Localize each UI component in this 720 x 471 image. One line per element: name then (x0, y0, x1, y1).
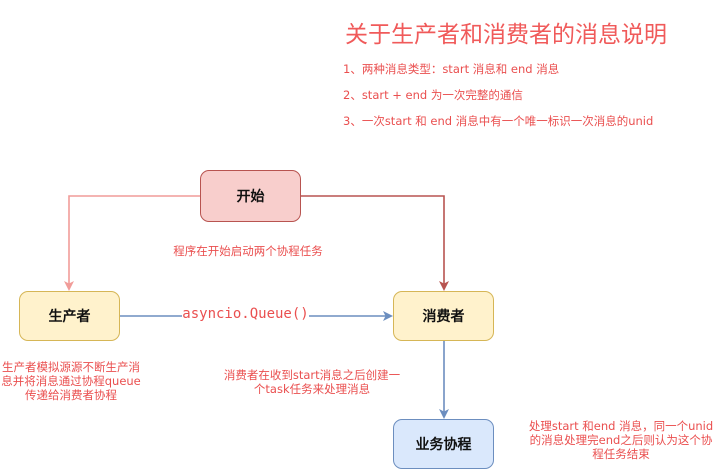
arrow-start-to-consumer (301, 195, 449, 291)
node-consumer-label: 消费者 (422, 309, 465, 325)
node-task-label: 业务协程 (415, 437, 472, 453)
annotation-end-message: 处理start 和end 消息，同一个unid的消息处理完end之后则认为这个协… (528, 419, 714, 461)
diagram-title: 关于生产者和消费者的消息说明 (345, 22, 667, 48)
node-consumer: 消费者 (393, 291, 494, 341)
node-start: 开始 (200, 170, 301, 222)
node-producer: 生产者 (19, 291, 120, 341)
annotation-producer: 生产者模拟源源不断生产消息并将消息通过协程queue传递给消费者协程 (1, 360, 141, 402)
annotation-consumer: 消费者在收到start消息之后创建一个task任务来处理消息 (223, 368, 401, 396)
arrow-start-to-producer (64, 195, 200, 291)
queue-edge-label: asyncio.Queue() (182, 305, 309, 323)
node-start-label: 开始 (236, 189, 265, 205)
note-message-types: 1、两种消息类型：start 消息和 end 消息 (343, 62, 560, 76)
note-complete-communication: 2、start + end 为一次完整的通信 (343, 88, 523, 102)
note-unique-id: 3、一次start 和 end 消息中有一个唯一标识一次消息的unid (343, 114, 654, 128)
node-business-task: 业务协程 (393, 419, 494, 469)
node-producer-label: 生产者 (48, 309, 91, 325)
annotation-start: 程序在开始启动两个协程任务 (173, 244, 323, 258)
